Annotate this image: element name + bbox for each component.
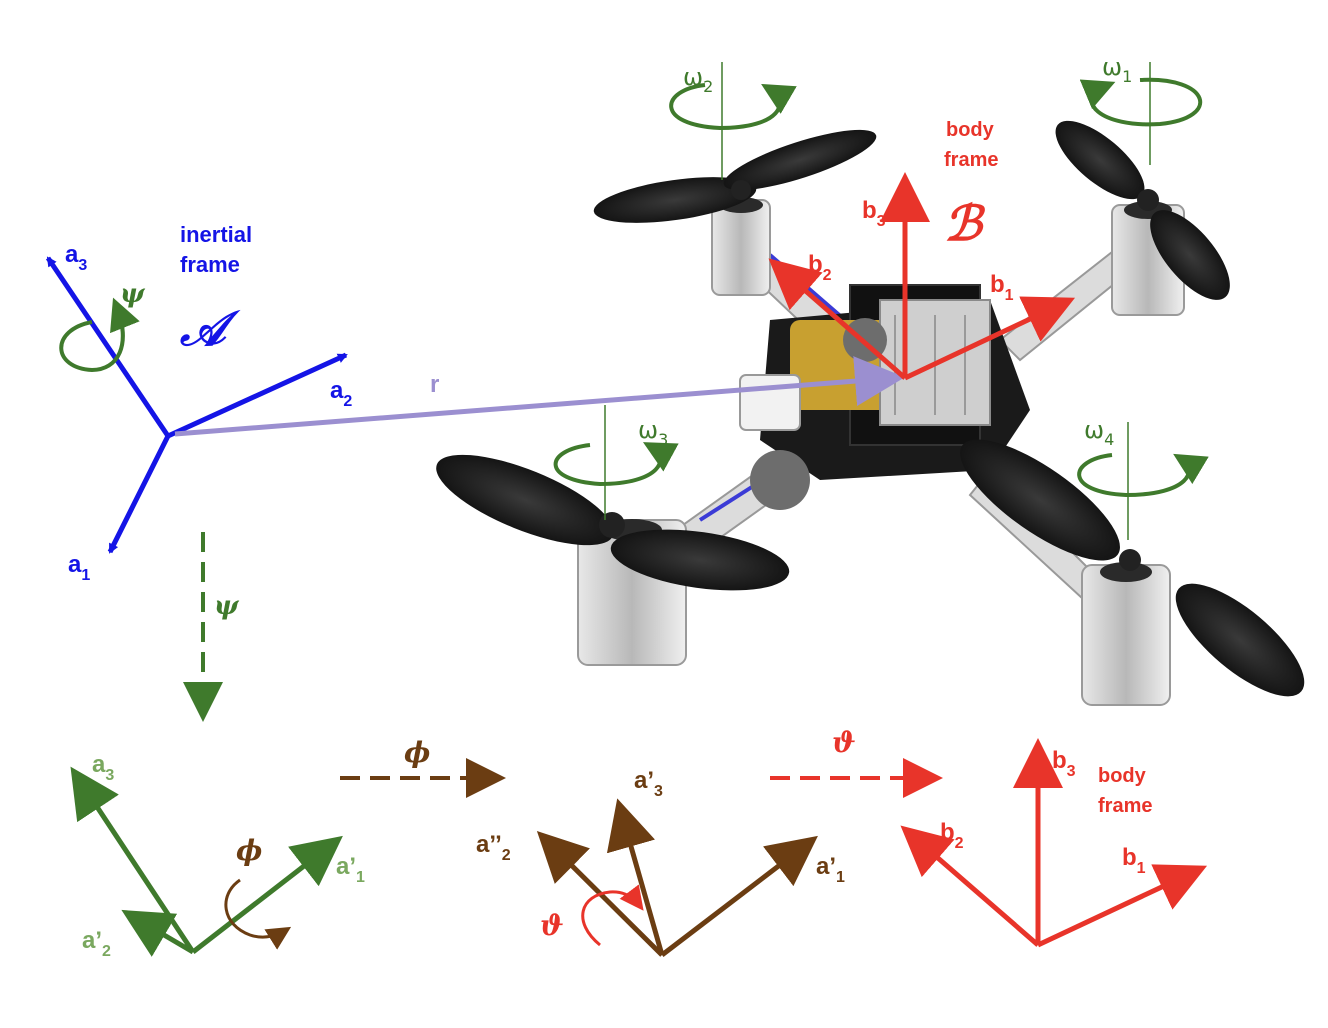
rotor-1: ω1 xyxy=(1079,53,1203,165)
rotor-1-spin-arrow xyxy=(1079,77,1203,127)
inertial-axis-a2 xyxy=(166,352,348,439)
intermediate-frame-1: a3 a’1 a’2 ϕ xyxy=(70,751,365,960)
frame1-axis-a3 xyxy=(70,766,196,954)
frame3-b2-label: b2 xyxy=(940,819,964,852)
frame1-a1p-label: a’1 xyxy=(336,853,365,886)
frame3-axis-b2 xyxy=(900,825,1040,947)
body-b2-label: b2 xyxy=(808,251,832,284)
rotation-sequence: ψ a3 a’1 a’2 ϕ ϕ a’3 a’’2 a’1 ϑ ϑ xyxy=(70,532,1208,960)
rotor-3: ω3 xyxy=(553,405,679,520)
frame1-axis-a1p xyxy=(191,835,343,954)
inertial-a1-label: a1 xyxy=(68,551,90,584)
position-vector-label: r xyxy=(430,371,439,398)
frame2-a1p-label: a’1 xyxy=(816,853,845,886)
frame2-theta-label: ϑ xyxy=(540,909,564,942)
rotor-4-label: ω4 xyxy=(1084,416,1114,449)
drone-propellers xyxy=(436,120,1305,697)
frame2-a3p-label: a’3 xyxy=(634,767,663,800)
body-frame-symbol: ℬ xyxy=(944,196,986,252)
rotor-indicators: ω1 ω2 ω3 ω4 xyxy=(553,53,1209,540)
frame2-a2pp-label: a’’2 xyxy=(476,831,511,864)
inertial-frame-symbol: 𝒜 xyxy=(179,301,241,357)
frame2-axis-a1p xyxy=(660,835,818,957)
body-b1-label: b1 xyxy=(990,271,1014,304)
yaw-transition-label: ψ xyxy=(214,591,240,621)
inertial-axis-a1 xyxy=(107,434,171,554)
inertial-a3-label: a3 xyxy=(65,241,87,274)
frame2-axis-a2pp xyxy=(536,830,664,957)
frame1-axis-a2p xyxy=(121,909,195,957)
rotor-4: ω4 xyxy=(1077,416,1209,540)
frame1-a3-label: a3 xyxy=(92,751,114,784)
rotor-3-spin-arrow xyxy=(553,442,679,487)
frame3-b3-label: b3 xyxy=(1052,747,1076,780)
intermediate-frame-2: a’3 a’’2 a’1 ϑ xyxy=(476,767,845,957)
body-axis-b2 xyxy=(768,258,907,380)
inertial-psi-label: ψ xyxy=(120,279,146,309)
body-b3-label: b3 xyxy=(862,197,886,230)
inertial-yaw-rotation-arrow xyxy=(59,297,140,373)
inertial-a2-label: a2 xyxy=(330,377,352,410)
roll-transition-label: ϕ xyxy=(404,736,430,769)
position-vector: r xyxy=(174,356,905,437)
frame1-phi-label: ϕ xyxy=(236,834,262,867)
body-axis-b1 xyxy=(903,296,1076,381)
inertial-axis-a3 xyxy=(45,256,171,438)
frame3-b1-label: b1 xyxy=(1122,844,1146,877)
frame2-axis-a3p xyxy=(606,798,665,956)
rotor-2: ω2 xyxy=(669,62,797,180)
frame1-a2p-label: a’2 xyxy=(82,927,111,960)
frame2-pitch-rotation-arrow xyxy=(581,884,644,947)
frame1-roll-rotation-arrow xyxy=(224,878,292,950)
rotor-1-label: ω1 xyxy=(1102,53,1132,86)
rotor-2-label: ω2 xyxy=(683,63,713,96)
rotor-2-spin-arrow xyxy=(669,83,797,131)
frame3-axis-b1 xyxy=(1036,864,1208,948)
pitch-transition-label: ϑ xyxy=(832,726,856,759)
rotor-4-spin-arrow xyxy=(1077,453,1209,498)
position-vector-r xyxy=(174,356,905,437)
rotor-3-label: ω3 xyxy=(638,416,668,449)
